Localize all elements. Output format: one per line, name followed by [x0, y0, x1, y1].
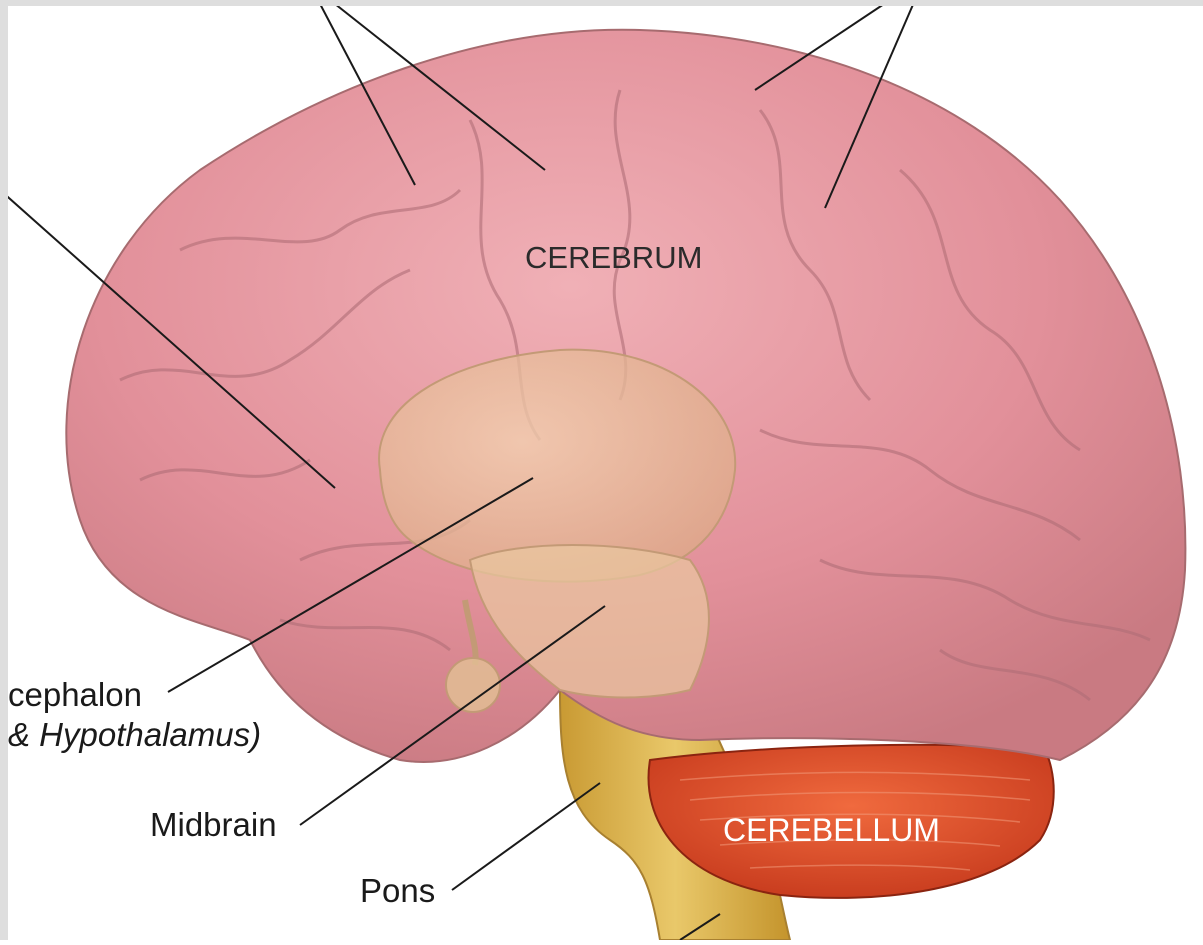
pons-label: Pons — [360, 872, 435, 910]
cerebellum-label: CEREBELLUM — [723, 812, 940, 849]
pituitary — [446, 658, 500, 712]
diencephalon-sublabel: & Hypothalamus) — [8, 716, 261, 754]
cerebrum-label: CEREBRUM — [525, 240, 702, 276]
frame-left-edge — [0, 0, 8, 940]
diencephalon-label: cephalon — [8, 676, 142, 714]
midbrain-label: Midbrain — [150, 806, 277, 844]
frame-top-edge — [0, 0, 1203, 6]
